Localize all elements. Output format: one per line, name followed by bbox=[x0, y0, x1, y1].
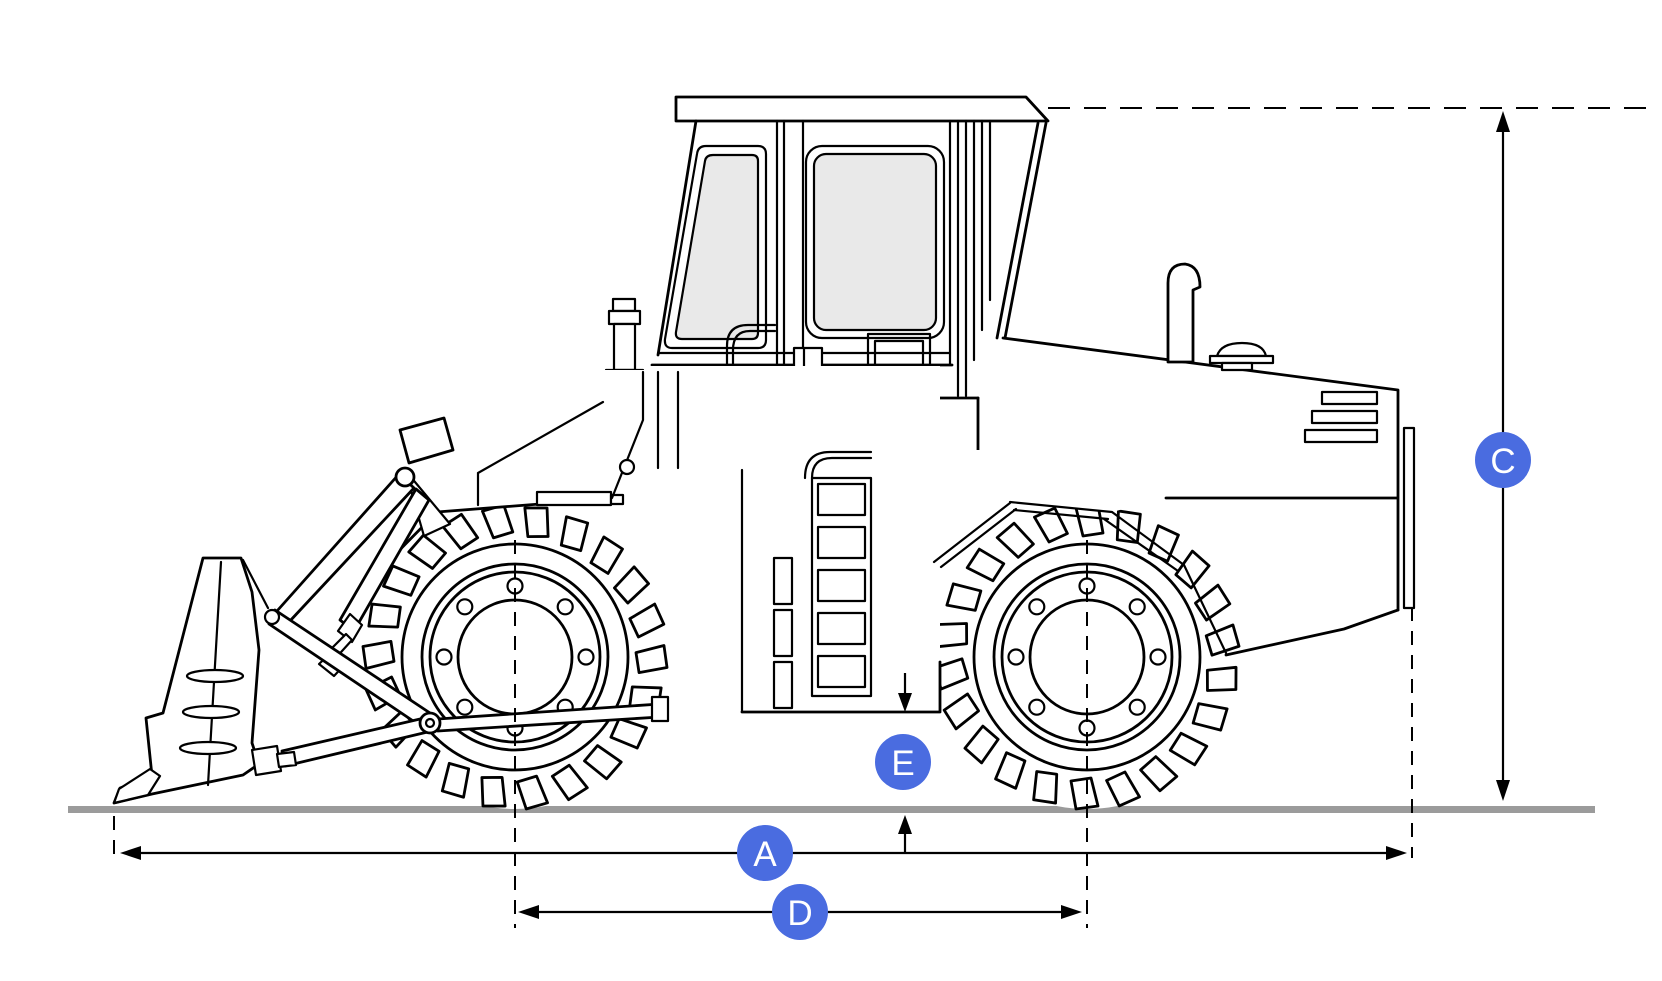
wheel-dozer-illustration bbox=[112, 95, 1416, 811]
marker-e-label: E bbox=[891, 744, 914, 783]
cab-front-pillar bbox=[656, 119, 698, 357]
tire-tread-block bbox=[613, 565, 650, 605]
front-handrail bbox=[725, 323, 777, 402]
blade-boss bbox=[181, 704, 241, 720]
blade-boss bbox=[185, 668, 245, 684]
tire-tread-block bbox=[1168, 731, 1209, 767]
tire-tread-block bbox=[523, 506, 550, 539]
hub-bolt bbox=[435, 648, 453, 666]
marker-c: C bbox=[1475, 432, 1531, 488]
tire-tread-block bbox=[1191, 702, 1229, 732]
blade-hitch-block bbox=[250, 744, 283, 777]
engine-hood bbox=[1001, 336, 1400, 612]
door-edges bbox=[775, 119, 952, 367]
hitch-frame bbox=[656, 370, 680, 470]
belly-line bbox=[740, 660, 942, 714]
blade-boss bbox=[178, 740, 238, 756]
front-step-bar bbox=[535, 490, 613, 507]
dimension-annotations: A D C E bbox=[113, 107, 1652, 940]
side-ladder bbox=[803, 450, 873, 698]
tire-tread-block bbox=[407, 533, 447, 570]
tire-tread-block bbox=[382, 564, 421, 597]
tire-tread-block bbox=[963, 724, 1000, 765]
hub-bolt bbox=[1028, 698, 1046, 716]
upper-pivot bbox=[394, 466, 416, 488]
marker-a-label: A bbox=[753, 835, 777, 874]
louver bbox=[1310, 409, 1379, 425]
tire-tread-block bbox=[361, 639, 396, 670]
dimension-e-arrows bbox=[898, 673, 912, 852]
loader-linkage bbox=[267, 416, 670, 768]
front-window-glass bbox=[675, 155, 758, 339]
tire-tread-block bbox=[1033, 506, 1069, 544]
door-window-glass bbox=[814, 154, 936, 330]
hub-bolt bbox=[1149, 648, 1167, 666]
marker-e: E bbox=[875, 734, 931, 790]
tire-tread-block bbox=[942, 692, 980, 731]
exhaust-pipe bbox=[1166, 262, 1202, 364]
cutting-edge bbox=[112, 767, 162, 805]
tire-tread-block bbox=[634, 644, 669, 675]
tire-tread-block bbox=[995, 521, 1035, 559]
tire-tread-block bbox=[628, 602, 666, 639]
tire-tread-block bbox=[1069, 776, 1100, 811]
linkage-bracket bbox=[398, 416, 455, 465]
tire-tread-block bbox=[609, 717, 648, 750]
blade-pivot bbox=[263, 608, 281, 626]
tire-tread-block bbox=[1174, 549, 1211, 590]
tire-tread-block bbox=[480, 775, 507, 808]
louver bbox=[1320, 390, 1379, 406]
hub-bolt bbox=[1128, 598, 1146, 616]
hub-bolt bbox=[1028, 598, 1046, 616]
rear-plate bbox=[1402, 426, 1416, 610]
rear-underside bbox=[1224, 608, 1400, 657]
marker-d-label: D bbox=[787, 894, 812, 933]
hub-bolt bbox=[577, 648, 595, 666]
marker-a: A bbox=[737, 825, 793, 881]
moldboard bbox=[112, 556, 261, 805]
tire-tread-block bbox=[1194, 583, 1232, 622]
marker-c-label: C bbox=[1490, 442, 1515, 481]
cab-rear-slant bbox=[995, 121, 1048, 340]
tire-tread-block bbox=[589, 535, 624, 575]
hub-bolt bbox=[556, 598, 574, 616]
rear-fender bbox=[932, 500, 1228, 655]
tire-tread-block bbox=[965, 547, 1006, 583]
hub-bolt bbox=[456, 698, 474, 716]
tire-tread-block bbox=[406, 739, 441, 779]
cab bbox=[604, 95, 1050, 499]
tire-tread-block bbox=[515, 774, 549, 811]
louver bbox=[1303, 428, 1379, 444]
tire-tread-block bbox=[1105, 770, 1141, 808]
tire-tread-block bbox=[1139, 755, 1179, 793]
lower-pivot bbox=[418, 711, 442, 735]
breather-cap bbox=[1215, 341, 1268, 358]
hub-bolt bbox=[1007, 648, 1025, 666]
tire-tread-block bbox=[945, 582, 983, 612]
tire-tread-block bbox=[583, 744, 623, 781]
cab-rear-slats bbox=[956, 119, 992, 398]
mid-chassis-panel bbox=[648, 366, 940, 712]
tire-tread-block bbox=[1205, 665, 1238, 692]
hitch-pin bbox=[618, 458, 636, 476]
ground-line bbox=[68, 806, 1595, 813]
tire-tread-block bbox=[1147, 524, 1180, 563]
tire-tread-block bbox=[441, 512, 480, 551]
cab-roof bbox=[674, 95, 1050, 123]
hub-bolt bbox=[1128, 698, 1146, 716]
tire-tread-block bbox=[550, 763, 589, 802]
tire-tread-block bbox=[559, 515, 590, 553]
tire-tread-block bbox=[1032, 770, 1059, 805]
marker-d: D bbox=[772, 884, 828, 940]
hub-bolt bbox=[456, 598, 474, 616]
tire-tread-block bbox=[440, 761, 471, 799]
tire-tread-block bbox=[367, 602, 402, 629]
tire-tread-block bbox=[994, 751, 1027, 790]
dozer-blade bbox=[112, 556, 298, 805]
rear-body-details bbox=[932, 262, 1416, 657]
mid-chassis-details bbox=[740, 468, 942, 714]
